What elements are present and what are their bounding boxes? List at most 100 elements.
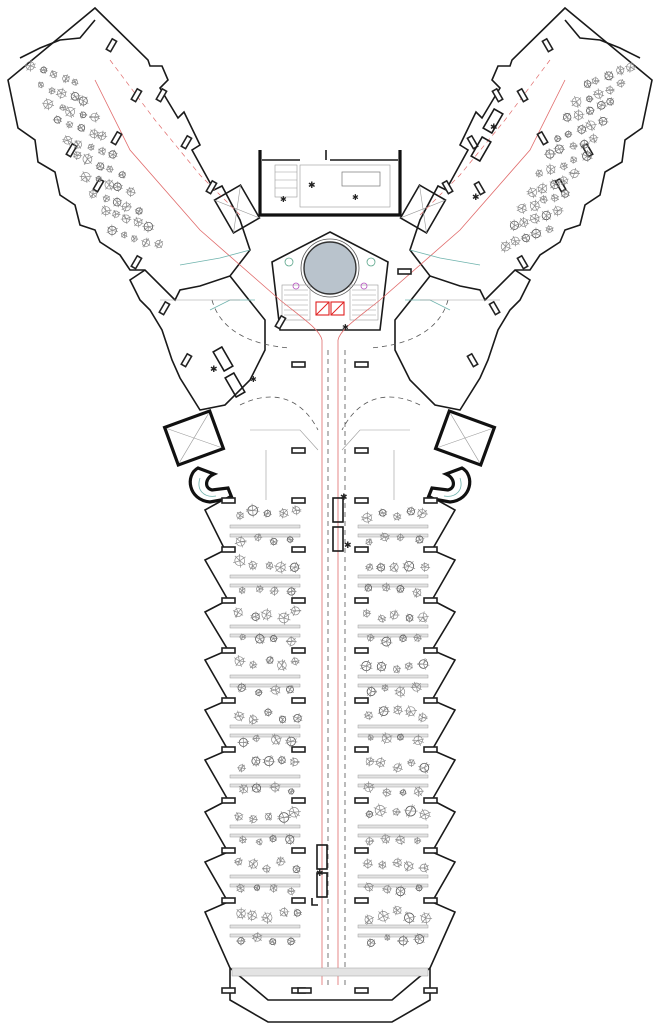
planting-icon — [248, 814, 259, 824]
planting-icon — [275, 856, 286, 867]
planting-icon — [520, 233, 530, 244]
planting-icon — [418, 712, 428, 723]
planting-icon — [562, 112, 572, 123]
planting-icon — [248, 714, 259, 726]
planting-icon — [279, 906, 290, 918]
bed-marker — [354, 497, 369, 504]
planting-icon — [265, 561, 274, 571]
planting-row — [357, 783, 429, 788]
planting-icon — [366, 685, 377, 698]
planting-icon — [380, 635, 393, 648]
planting — [24, 60, 636, 948]
bed-marker — [291, 497, 306, 504]
planting-icon — [78, 95, 89, 107]
planting-icon — [111, 209, 121, 219]
planting-icon — [391, 807, 401, 817]
planting-icon — [569, 141, 578, 150]
planting-icon — [263, 707, 273, 717]
bed-marker — [130, 87, 143, 103]
planting-icon — [76, 123, 86, 133]
planting-icon — [274, 560, 287, 574]
planting-icon — [291, 505, 302, 516]
planting-icon — [397, 934, 409, 947]
planting-icon — [616, 65, 625, 76]
planting-icon — [581, 149, 593, 163]
planting-icon — [253, 884, 261, 892]
bed-marker — [423, 697, 438, 704]
planting-icon — [406, 506, 416, 516]
planting-icon — [289, 756, 300, 767]
planting-icon — [117, 170, 127, 179]
planting-icon — [232, 607, 244, 618]
routes — [94, 59, 566, 985]
planting-icon — [71, 78, 79, 87]
planting-icon — [79, 111, 88, 119]
planting-row — [229, 924, 301, 929]
planting-icon — [105, 165, 114, 173]
planting-icon — [417, 658, 430, 670]
bed-marker — [221, 797, 236, 804]
planting-icon — [289, 605, 302, 617]
bed-marker — [130, 254, 143, 270]
planting-row — [229, 824, 301, 829]
bed-marker — [221, 897, 236, 904]
planting-icon — [70, 91, 81, 102]
planting-icon — [403, 911, 416, 925]
planting-row — [357, 674, 429, 679]
planting-icon — [415, 884, 424, 892]
planting-icon — [250, 611, 261, 622]
planting-icon — [112, 181, 123, 193]
planting-icon — [394, 685, 406, 698]
planting-icon — [262, 755, 276, 768]
bed-marker — [221, 597, 236, 604]
planting-icon — [234, 654, 246, 667]
planting-icon — [134, 206, 144, 216]
planting-row — [357, 533, 429, 538]
planting-icon — [277, 755, 286, 765]
planting-icon — [261, 911, 273, 925]
planting-icon — [585, 94, 594, 103]
planting-icon — [395, 834, 406, 846]
planting-icon — [39, 65, 48, 74]
planting-icon — [97, 146, 107, 156]
planting-icon — [375, 562, 386, 573]
planting-icon — [546, 163, 557, 176]
planting-icon — [398, 633, 408, 643]
planting-row — [357, 724, 429, 729]
planting-icon — [65, 120, 74, 129]
planting-row — [229, 624, 301, 629]
planting-icon — [585, 119, 597, 132]
planting-icon — [24, 60, 36, 72]
planting-row — [357, 774, 429, 779]
planting-icon — [413, 786, 424, 797]
planting-icon — [393, 704, 404, 716]
planting-row — [357, 583, 429, 588]
planting-icon — [112, 196, 123, 208]
bed-marker — [291, 847, 306, 854]
svg-text:✱: ✱ — [280, 195, 287, 204]
bed-marker — [536, 130, 549, 146]
planting-icon — [255, 838, 263, 846]
planting-icon — [133, 216, 144, 228]
planting-row — [229, 683, 301, 688]
bed-marker — [221, 697, 236, 704]
planting-icon — [248, 858, 258, 870]
stair-left — [281, 284, 311, 321]
planting-icon — [573, 109, 585, 122]
bed-marker — [221, 746, 236, 753]
planting-row — [229, 724, 301, 729]
bed-marker — [291, 447, 306, 454]
planting-icon — [269, 586, 280, 596]
planting-icon — [363, 711, 374, 721]
planting-icon — [560, 188, 571, 199]
planting-icon — [552, 205, 564, 217]
planting-icon — [292, 713, 303, 724]
planting-icon — [269, 781, 281, 793]
planting-icon — [529, 199, 541, 212]
bed-marker — [354, 447, 369, 454]
planting-icon — [142, 220, 155, 233]
planting-icon — [251, 782, 262, 794]
planting-icon — [606, 97, 615, 107]
planting-row — [357, 833, 429, 838]
